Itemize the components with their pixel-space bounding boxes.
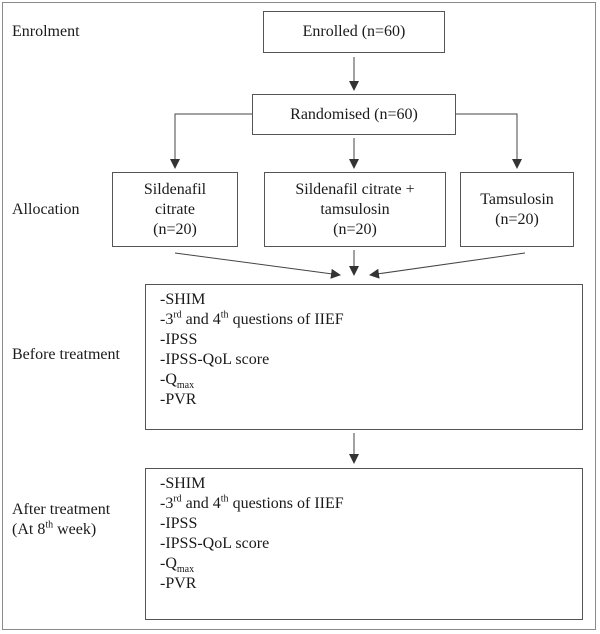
measure-qmax: -Qmax — [160, 371, 195, 392]
enrolled-box: Enrolled (n=60) — [263, 11, 445, 53]
before-treatment-box: -SHIM -3rd and 4th questions of IIEF -IP… — [145, 284, 583, 430]
arm3-line2: (n=20) — [495, 210, 539, 228]
arrow-arm3-to-before — [369, 252, 526, 279]
measure-pvr: -PVR — [160, 391, 197, 408]
arm2-line3: (n=20) — [333, 220, 377, 238]
arm3-line1: Tamsulosin — [480, 190, 554, 208]
after-treatment-box: -SHIM -3rd and 4th questions of IIEF -IP… — [145, 468, 583, 620]
measure-ipss: -IPSS — [160, 331, 198, 348]
stage-before-treatment: Before treatment — [12, 346, 120, 363]
measure-ipss: -IPSS — [160, 515, 198, 532]
measure-ipss-qol: -IPSS-QoL score — [160, 535, 270, 552]
measure-shim: -SHIM — [160, 291, 206, 308]
stage-after-line1: After treatment — [12, 501, 111, 518]
arrow-randomised-to-arm1 — [170, 113, 252, 169]
randomised-box: Randomised (n=60) — [252, 94, 456, 135]
randomised-text: Randomised (n=60) — [290, 105, 418, 123]
arm-tamsulosin-box: Tamsulosin (n=20) — [460, 172, 574, 247]
stage-after-treatment: After treatment (At 8th week) — [12, 500, 110, 540]
arm-sildenafil-box: Sildenafil citrate (n=20) — [112, 172, 238, 247]
arm1-line1: Sildenafil — [143, 180, 207, 198]
measure-pvr: -PVR — [160, 575, 197, 592]
measure-qmax: -Qmax — [160, 555, 195, 576]
measure-iief-questions: -3rd and 4th questions of IIEF — [160, 309, 344, 328]
arm-combination-box: Sildenafil citrate + tamsulosin (n=20) — [264, 172, 446, 247]
arm2-line1: Sildenafil citrate + — [295, 180, 415, 198]
arm1-line2: citrate — [155, 200, 195, 218]
enrolled-text: Enrolled (n=60) — [302, 23, 406, 40]
arrow-arm1-to-before — [174, 252, 341, 279]
measure-shim: -SHIM — [160, 475, 206, 492]
stage-enrolment: Enrolment — [12, 23, 80, 40]
stage-allocation: Allocation — [12, 201, 80, 218]
stage-after-line2: (At 8th week) — [12, 519, 97, 538]
measure-iief-questions: -3rd and 4th questions of IIEF — [160, 493, 344, 512]
arrow-randomised-to-arm3 — [456, 113, 522, 169]
measure-ipss-qol: -IPSS-QoL score — [160, 351, 270, 368]
arm1-line3: (n=20) — [153, 220, 197, 238]
arm2-line2: tamsulosin — [320, 200, 390, 218]
